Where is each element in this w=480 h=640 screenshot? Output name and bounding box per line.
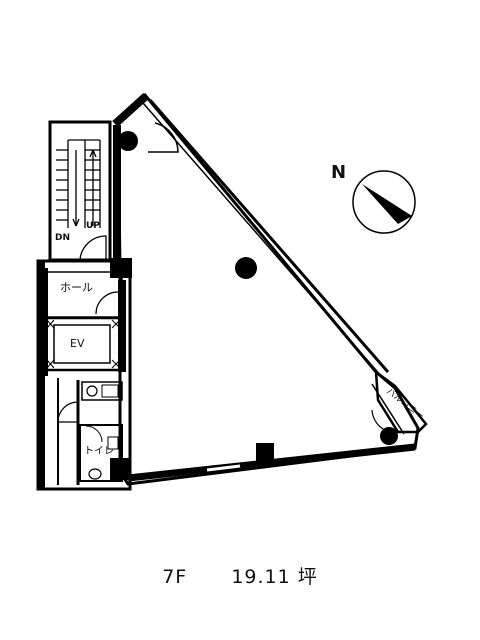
stair-up-label: UP: [86, 221, 100, 231]
toilet-label: トイレ: [84, 446, 114, 457]
door-swing: [79, 235, 107, 261]
column: [235, 257, 257, 279]
hall-label: ホール: [60, 281, 93, 294]
balcony: バルコニー: [371, 369, 428, 435]
floor-number: 7F: [162, 566, 188, 588]
stairwell: DN UP: [48, 120, 112, 262]
door-swing: [95, 291, 119, 315]
toilet-bowl: [88, 468, 102, 480]
stair-down-label: DN: [55, 233, 70, 243]
compass-needle-icon: [362, 184, 412, 224]
north-compass: N: [331, 162, 416, 234]
balcony-label: バルコニー: [384, 386, 426, 422]
diagonal-wall: [148, 99, 390, 373]
main-floor: [112, 92, 420, 486]
floor-area: 19.11 坪: [231, 566, 318, 588]
floor-caption: 7F 19.11 坪: [0, 562, 480, 589]
toilet-room: [79, 424, 123, 482]
door-swing: [148, 122, 179, 153]
door-swing: [57, 401, 79, 423]
column: [118, 131, 138, 151]
hall: [44, 271, 123, 318]
compass-circle: [352, 170, 416, 234]
column: [256, 443, 274, 463]
sink-counter: [81, 381, 123, 401]
column: [380, 427, 398, 445]
service-core: ホール EV トイレ: [36, 258, 132, 491]
elevator-label: EV: [70, 337, 85, 350]
north-label: N: [331, 162, 346, 183]
door-swing: [85, 425, 103, 443]
door-swing: [371, 409, 391, 433]
floor-outline: [116, 92, 420, 486]
